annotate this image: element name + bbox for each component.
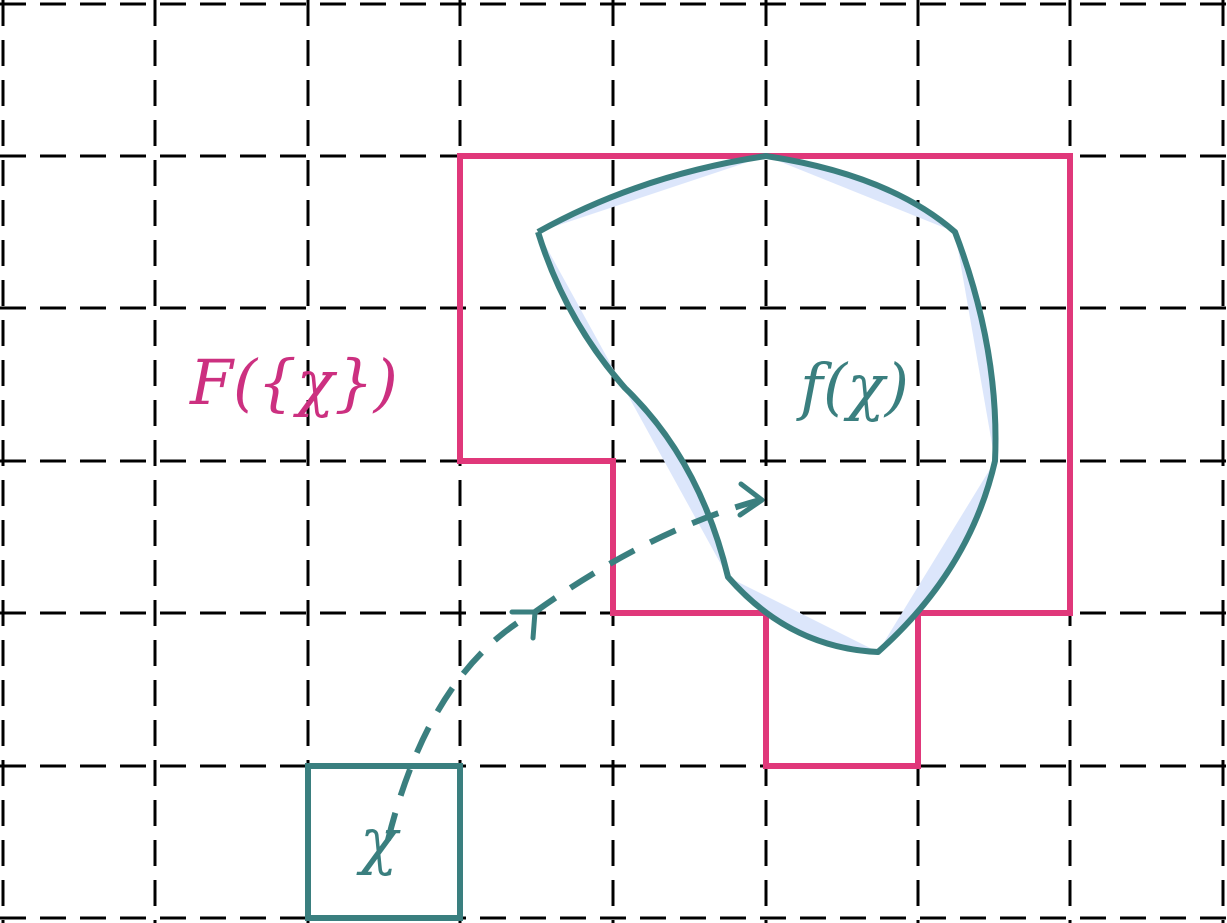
cell-box [305, 763, 463, 921]
image-fill-region [878, 461, 995, 652]
outer-set-outline [457, 153, 1073, 769]
image-fill-region [728, 577, 878, 652]
image-fill-region [766, 156, 955, 232]
image-fill-region [955, 232, 996, 461]
image-curve [535, 153, 999, 655]
image-label: f(χ) [796, 350, 909, 423]
arrowhead-end [737, 481, 765, 518]
image-fill-regions [538, 156, 996, 652]
image-fill-region [538, 232, 728, 577]
image-fill-region [538, 156, 766, 232]
outer-set-label: F({χ}) [189, 346, 398, 419]
arrowhead-mid [509, 609, 538, 641]
cell-label: χ [356, 804, 401, 877]
mapping-arrow [385, 497, 761, 841]
